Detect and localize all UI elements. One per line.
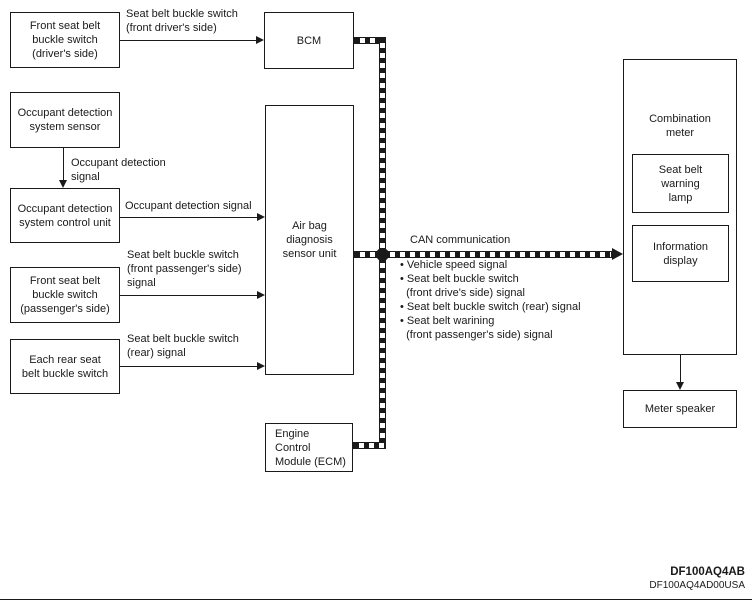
page-bottom-rule xyxy=(0,599,752,600)
label-driver-buckle-signal: Seat belt buckle switch (front driver's … xyxy=(126,8,238,34)
arrow-driver-to-bcm-line xyxy=(120,40,257,41)
box-rear-buckle-switch: Each rear seat belt buckle switch xyxy=(10,339,120,394)
arrow-sensor-to-control-head xyxy=(59,180,67,188)
box-seat-belt-warning-lamp: Seat belt warning lamp xyxy=(632,154,729,213)
box-meter-speaker: Meter speaker xyxy=(623,390,737,428)
label-rear-buckle-signal: Seat belt buckle switch (rear) signal xyxy=(127,333,239,359)
box-airbag-diagnosis-sensor-unit: Air bag diagnosis sensor unit xyxy=(265,105,354,375)
can-junction-dot xyxy=(376,248,389,261)
box-ecm: Engine Control Module (ECM) xyxy=(265,423,353,472)
arrow-passenger-to-airbag-head xyxy=(257,291,265,299)
can-line-vertical-bus xyxy=(379,37,386,449)
arrow-meter-to-speaker-head xyxy=(676,382,684,390)
label-can-signal-list: • Vehicle speed signal • Seat belt buckl… xyxy=(400,259,581,341)
can-line-to-meter xyxy=(354,251,612,258)
box-information-display: Information display xyxy=(632,225,729,282)
arrow-sensor-to-control-line xyxy=(63,148,64,181)
box-occupant-detection-control-unit: Occupant detection system control unit xyxy=(10,188,120,243)
box-bcm: BCM xyxy=(264,12,354,69)
box-occupant-detection-sensor: Occupant detection system sensor xyxy=(10,92,120,148)
arrow-passenger-to-airbag-line xyxy=(120,295,258,296)
arrow-driver-to-bcm-head xyxy=(256,36,264,44)
arrow-meter-to-speaker-line xyxy=(680,355,681,383)
can-arrow-head xyxy=(612,248,623,260)
arrow-rear-to-airbag-head xyxy=(257,362,265,370)
can-line-ecm-connector xyxy=(353,442,386,449)
arrow-control-to-airbag-head xyxy=(257,213,265,221)
label-occupant-signal-horizontal: Occupant detection signal xyxy=(125,200,252,212)
label-can-communication: CAN communication xyxy=(410,234,511,246)
label-occupant-signal-vertical: Occupant detection signal xyxy=(71,157,166,183)
box-combination-meter: Combination meter Seat belt warning lamp… xyxy=(623,59,737,355)
box-front-driver-buckle-switch: Front seat belt buckle switch (driver's … xyxy=(10,12,120,68)
arrow-rear-to-airbag-line xyxy=(120,366,258,367)
combination-meter-title: Combination meter xyxy=(649,113,711,139)
label-passenger-buckle-signal: Seat belt buckle switch (front passenger… xyxy=(127,249,242,289)
figure-id-small: DF100AQ4AD00USA xyxy=(649,580,745,591)
box-front-passenger-buckle-switch: Front seat belt buckle switch (passenger… xyxy=(10,267,120,323)
arrow-control-to-airbag-line xyxy=(120,217,258,218)
figure-id-bold: DF100AQ4AB xyxy=(670,566,745,578)
